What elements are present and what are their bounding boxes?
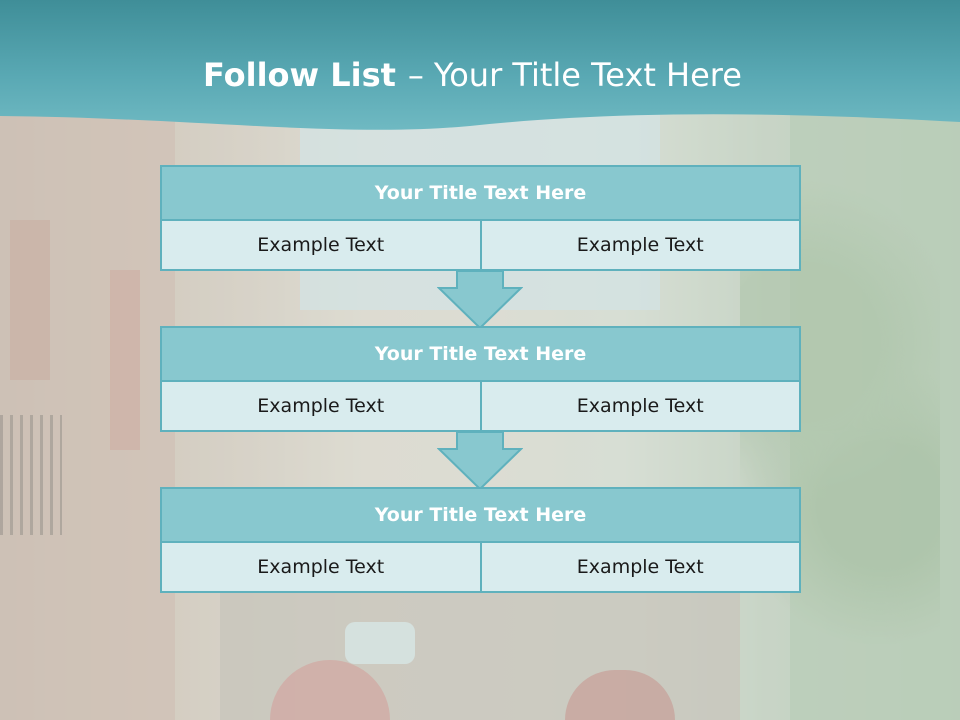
block-cell-right: Example Text	[481, 221, 801, 271]
slide-title: Follow List–Your Title Text Here	[0, 56, 945, 94]
brick-facade	[110, 270, 140, 450]
block-title: Your Title Text Here	[160, 487, 801, 543]
down-arrow-icon	[437, 270, 523, 330]
down-arrow-icon	[437, 431, 523, 491]
block-title: Your Title Text Here	[160, 165, 801, 221]
block-cell-left: Example Text	[160, 382, 482, 432]
brick-facade	[10, 220, 50, 380]
header-wave	[0, 0, 960, 130]
block-row: Example Text Example Text	[160, 221, 801, 271]
list-block-1: Your Title Text Here Example Text Exampl…	[160, 165, 801, 271]
title-rest: Your Title Text Here	[433, 56, 742, 94]
block-row: Example Text Example Text	[160, 543, 801, 593]
list-block-3: Your Title Text Here Example Text Exampl…	[160, 487, 801, 593]
block-row: Example Text Example Text	[160, 382, 801, 432]
balcony	[0, 415, 62, 535]
title-bold: Follow List	[203, 56, 396, 94]
block-cell-right: Example Text	[481, 543, 801, 593]
block-cell-right: Example Text	[481, 382, 801, 432]
block-cell-left: Example Text	[160, 543, 482, 593]
title-dash: –	[407, 56, 424, 94]
block-title: Your Title Text Here	[160, 326, 801, 382]
list-block-2: Your Title Text Here Example Text Exampl…	[160, 326, 801, 432]
block-cell-left: Example Text	[160, 221, 482, 271]
header-band: Follow List–Your Title Text Here	[0, 0, 960, 140]
boat	[345, 622, 415, 664]
